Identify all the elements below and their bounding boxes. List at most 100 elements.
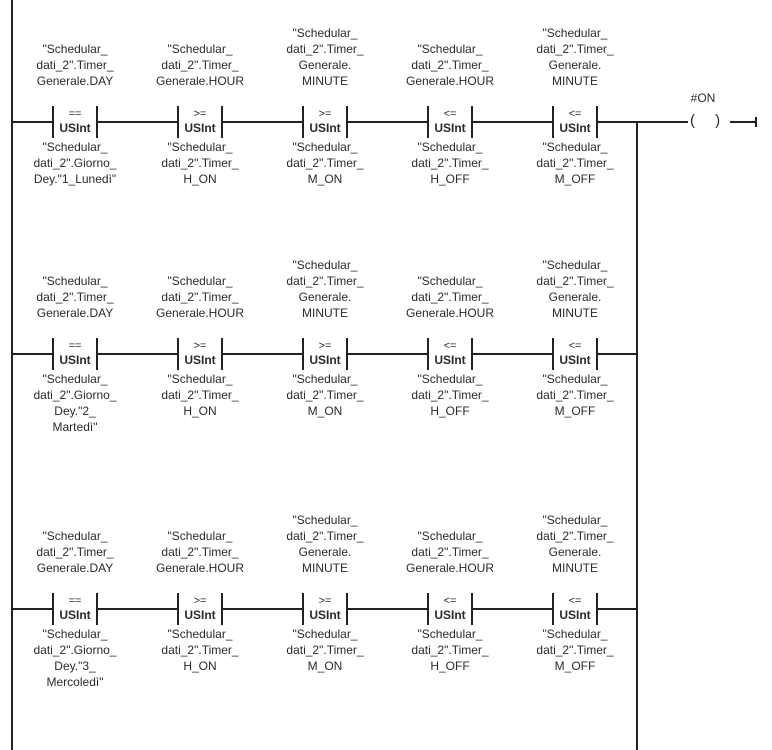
operand-line: MINUTE bbox=[552, 74, 598, 88]
operand-line: H_ON bbox=[183, 404, 217, 418]
operand-line: Generale. bbox=[298, 290, 352, 304]
data-type: USInt bbox=[184, 353, 216, 367]
operand-line: "Schedular_ bbox=[167, 372, 233, 386]
comparison-operator: >= bbox=[318, 340, 332, 352]
operand-line: "Schedular_ bbox=[167, 529, 233, 543]
operand-line: "Schedular_ bbox=[417, 372, 483, 386]
operand-line: "Schedular_ bbox=[542, 26, 608, 40]
contact-symbol[interactable]: ==USInt bbox=[52, 593, 98, 625]
contact-symbol[interactable]: ==USInt bbox=[52, 106, 98, 138]
operand-line: "Schedular_ bbox=[292, 140, 358, 154]
contact-symbol[interactable]: >=USInt bbox=[302, 106, 348, 138]
operand-line: Generale. bbox=[298, 545, 352, 559]
operand-line: H_ON bbox=[183, 659, 217, 673]
operand-line: M_OFF bbox=[554, 172, 596, 186]
operand-line: "Schedular_ bbox=[417, 140, 483, 154]
contact-symbol[interactable]: <=USInt bbox=[427, 338, 473, 370]
contact-symbol[interactable]: <=USInt bbox=[427, 106, 473, 138]
comparison-operator: >= bbox=[193, 595, 207, 607]
operand-2-label: "Schedular_dati_2".Timer_H_OFF bbox=[385, 371, 515, 419]
operand-1-label: "Schedular_dati_2".Timer_Generale.HOUR bbox=[385, 528, 515, 576]
operand-line: dati_2".Timer_ bbox=[536, 42, 614, 56]
contact-symbol[interactable]: >=USInt bbox=[177, 106, 223, 138]
operand-1-label: "Schedular_dati_2".Timer_Generale.HOUR bbox=[135, 528, 265, 576]
operand-line: "Schedular_ bbox=[542, 513, 608, 527]
operand-line: Mercoledì" bbox=[46, 675, 104, 689]
operand-2-label: "Schedular_dati_2".Timer_H_ON bbox=[135, 626, 265, 674]
operand-line: dati_2".Timer_ bbox=[411, 643, 489, 657]
operand-line: M_ON bbox=[307, 404, 343, 418]
operand-line: "Schedular_ bbox=[42, 627, 108, 641]
data-type: USInt bbox=[59, 608, 91, 622]
coil-end-tick bbox=[755, 117, 757, 127]
operand-2-label: "Schedular_dati_2".Timer_H_OFF bbox=[385, 626, 515, 674]
operand-line: Generale.HOUR bbox=[405, 306, 495, 320]
operand-line: dati_2".Timer_ bbox=[36, 58, 114, 72]
operand-2-label: "Schedular_dati_2".Timer_H_ON bbox=[135, 371, 265, 419]
operand-line: dati_2".Timer_ bbox=[286, 156, 364, 170]
operand-line: dati_2".Timer_ bbox=[411, 290, 489, 304]
operand-line: "Schedular_ bbox=[292, 627, 358, 641]
operand-line: dati_2".Timer_ bbox=[286, 388, 364, 402]
contact-symbol[interactable]: <=USInt bbox=[427, 593, 473, 625]
contact-symbol[interactable]: <=USInt bbox=[552, 338, 598, 370]
operand-line: "Schedular_ bbox=[167, 140, 233, 154]
comparison-operator: >= bbox=[193, 340, 207, 352]
operand-line: Generale. bbox=[298, 58, 352, 72]
operand-line: Martedì" bbox=[52, 420, 98, 434]
operand-line: dati_2".Timer_ bbox=[536, 274, 614, 288]
operand-line: dati_2".Timer_ bbox=[536, 156, 614, 170]
operand-line: dati_2".Timer_ bbox=[411, 58, 489, 72]
contact-symbol[interactable]: ==USInt bbox=[52, 338, 98, 370]
operand-line: "Schedular_ bbox=[542, 372, 608, 386]
data-type: USInt bbox=[434, 608, 466, 622]
contact-symbol[interactable]: >=USInt bbox=[302, 338, 348, 370]
data-type: USInt bbox=[434, 353, 466, 367]
operand-line: dati_2".Giorno_ bbox=[33, 643, 117, 657]
comparison-operator: == bbox=[68, 340, 82, 352]
contact-symbol[interactable]: >=USInt bbox=[302, 593, 348, 625]
comparison-operator: >= bbox=[193, 108, 207, 120]
contact-symbol[interactable]: >=USInt bbox=[177, 338, 223, 370]
operand-line: dati_2".Giorno_ bbox=[33, 388, 117, 402]
operand-line: Dey."1_Lunedì" bbox=[33, 172, 117, 186]
contact-symbol[interactable]: <=USInt bbox=[552, 593, 598, 625]
operand-1-label: "Schedular_dati_2".Timer_Generale.HOUR bbox=[385, 41, 515, 89]
operand-line: "Schedular_ bbox=[42, 529, 108, 543]
comparison-operator: <= bbox=[443, 340, 457, 352]
operand-line: Generale. bbox=[548, 58, 602, 72]
operand-line: "Schedular_ bbox=[417, 627, 483, 641]
operand-line: MINUTE bbox=[302, 561, 348, 575]
operand-line: dati_2".Timer_ bbox=[536, 529, 614, 543]
operand-2-label: "Schedular_dati_2".Giorno_Dey."2_Martedì… bbox=[10, 371, 140, 435]
contact-symbol[interactable]: <=USInt bbox=[552, 106, 598, 138]
operand-line: M_OFF bbox=[554, 404, 596, 418]
coil[interactable]: ( ) bbox=[688, 112, 731, 129]
operand-1-label: "Schedular_dati_2".Timer_Generale.DAY bbox=[10, 41, 140, 89]
operand-1-label: "Schedular_dati_2".Timer_Generale.MINUTE bbox=[260, 25, 390, 89]
contact-symbol[interactable]: >=USInt bbox=[177, 593, 223, 625]
comparison-operator: <= bbox=[443, 108, 457, 120]
operand-2-label: "Schedular_dati_2".Timer_M_OFF bbox=[510, 371, 640, 419]
operand-line: M_OFF bbox=[554, 659, 596, 673]
operand-line: Generale. bbox=[548, 545, 602, 559]
operand-line: MINUTE bbox=[552, 306, 598, 320]
data-type: USInt bbox=[309, 608, 341, 622]
operand-line: Generale.DAY bbox=[36, 306, 114, 320]
comparison-operator: <= bbox=[443, 595, 457, 607]
operand-line: dati_2".Timer_ bbox=[161, 156, 239, 170]
operand-line: "Schedular_ bbox=[417, 274, 483, 288]
operand-line: Generale.HOUR bbox=[155, 306, 245, 320]
operand-line: Generale.DAY bbox=[36, 74, 114, 88]
comparison-operator: == bbox=[68, 108, 82, 120]
data-type: USInt bbox=[559, 353, 591, 367]
operand-line: dati_2".Timer_ bbox=[36, 545, 114, 559]
data-type: USInt bbox=[59, 121, 91, 135]
comparison-operator: <= bbox=[568, 340, 582, 352]
operand-line: MINUTE bbox=[552, 561, 598, 575]
operand-line: dati_2".Giorno_ bbox=[33, 156, 117, 170]
operand-1-label: "Schedular_ dati_2".Timer_ Generale. MINUTE bbox=[510, 512, 640, 576]
operand-line: dati_2".Timer_ bbox=[161, 643, 239, 657]
operand-2-label: "Schedular_dati_2".Timer_M_ON bbox=[260, 139, 390, 187]
